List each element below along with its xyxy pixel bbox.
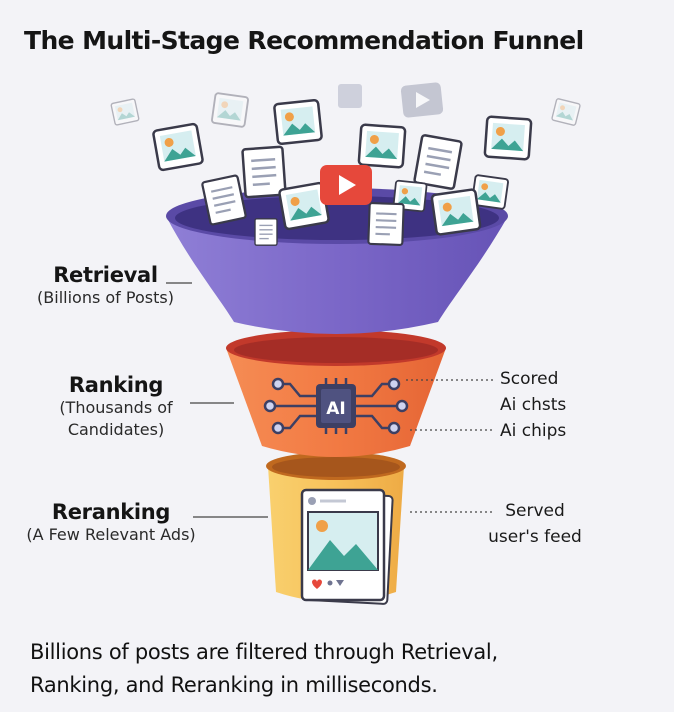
diagram-title: The Multi-Stage Recommendation Funnel: [24, 26, 584, 55]
document-card-icon: [254, 218, 278, 246]
ranking-label: Ranking (Thousands of Candidates): [42, 373, 190, 441]
square-icon: [338, 84, 362, 108]
ranking-subtitle: (Thousands of Candidates): [59, 398, 173, 439]
retrieval-subtitle: (Billions of Posts): [37, 288, 174, 307]
content-cards: [151, 98, 533, 247]
image-card-icon: [357, 123, 407, 169]
retrieval-label: Retrieval (Billions of Posts): [28, 263, 183, 309]
social-post-card-icon: [300, 488, 394, 605]
document-card-icon: [367, 201, 405, 247]
video-play-icon: [400, 82, 444, 118]
retrieval-title: Retrieval: [53, 263, 158, 287]
reranking-label: Reranking (A Few Relevant Ads): [14, 500, 208, 546]
document-card-icon: [200, 174, 248, 226]
ai-chip-label: AI: [326, 399, 345, 419]
reranking-side-notes: Served user's feed: [480, 498, 590, 550]
image-card-icon: [483, 115, 533, 161]
reranking-subtitle: (A Few Relevant Ads): [26, 525, 196, 544]
image-card-icon: [110, 98, 140, 126]
image-card-icon: [272, 98, 324, 146]
reranking-title: Reranking: [51, 500, 171, 524]
image-card-icon: [550, 97, 582, 127]
video-play-icon: [320, 165, 372, 205]
ai-chip-icon: AI: [263, 377, 409, 435]
connector-lines: [166, 282, 496, 518]
image-card-icon: [430, 187, 482, 237]
note-ai-chsts: Ai chsts: [500, 395, 567, 415]
document-card-icon: [412, 133, 464, 191]
note-scored: Scored: [500, 369, 559, 389]
image-card-icon: [151, 122, 205, 172]
note-ai-chips: Ai chips: [500, 421, 567, 441]
ranking-title: Ranking: [68, 373, 164, 397]
background-icons: [110, 82, 582, 129]
image-card-icon: [210, 91, 250, 129]
document-card-icon: [241, 145, 287, 199]
ranking-side-notes: Scored Ai chsts Ai chips: [500, 366, 566, 444]
caption: Billions of posts are filtered through R…: [30, 640, 498, 697]
note-served: Served: [505, 501, 565, 521]
note-users-feed: user's feed: [488, 527, 582, 547]
